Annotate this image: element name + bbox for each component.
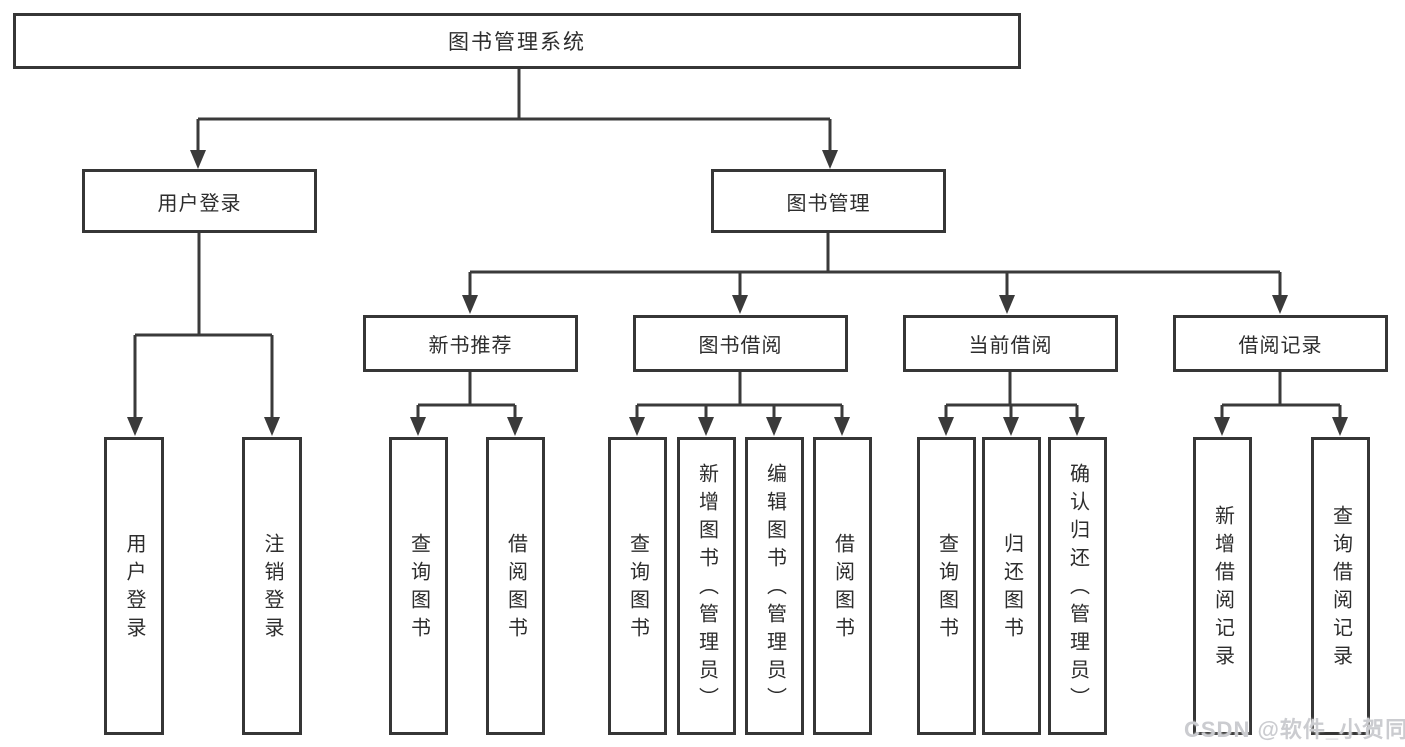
arrow-down-icon [938,417,954,436]
node-new-book-recommend: 新书推荐 [363,315,578,372]
arrow-down-icon [766,417,782,436]
leaf-query-borrow-record: 查询借阅记录 [1311,437,1370,735]
node-book-management-label: 图书管理 [786,192,871,215]
node-book-management: 图书管理 [711,169,946,233]
leaf-query-book-current: 查询图书 [917,437,976,735]
node-book-borrow: 图书借阅 [633,315,848,372]
arrow-down-icon [698,417,714,436]
arrow-down-icon [822,150,838,169]
node-user-login-branch-label: 用户登录 [157,192,242,215]
arrow-down-icon [1069,417,1085,436]
node-book-borrow-label: 图书借阅 [698,335,783,357]
arrow-down-icon [264,417,280,436]
node-borrow-records-label: 借阅记录 [1238,335,1323,357]
leaf-confirm-return-admin: 确认归还（管理员） [1048,437,1107,735]
leaf-logout: 注销登录 [242,437,302,735]
node-user-login-branch: 用户登录 [82,169,317,233]
watermark-text: CSDN @软件_小贺同学 [1184,717,1405,742]
arrow-down-icon [1003,417,1019,436]
leaf-borrow-book-recommend: 借阅图书 [486,437,545,735]
node-current-borrow: 当前借阅 [903,315,1118,372]
arrow-down-icon [1272,295,1288,314]
arrow-down-icon [462,295,478,314]
arrow-down-icon [410,417,426,436]
leaf-edit-book-admin: 编辑图书（管理员） [745,437,804,735]
node-borrow-records: 借阅记录 [1173,315,1388,372]
leaf-query-book-recommend: 查询图书 [389,437,448,735]
arrow-down-icon [1332,417,1348,436]
arrow-down-icon [190,150,206,169]
leaf-return-book: 归还图书 [982,437,1041,735]
arrowheads [127,150,1348,436]
node-current-borrow-label: 当前借阅 [968,335,1053,357]
leaf-add-borrow-record: 新增借阅记录 [1193,437,1252,735]
leaf-query-book-borrow: 查询图书 [608,437,667,735]
node-root: 图书管理系统 [13,13,1021,69]
arrow-down-icon [999,295,1015,314]
node-root-label: 图书管理系统 [448,31,586,54]
leaf-add-book-admin: 新增图书（管理员） [677,437,736,735]
connector-lines [133,69,1342,419]
leaf-user-login: 用户登录 [104,437,164,735]
node-new-book-recommend-label: 新书推荐 [428,335,513,357]
arrow-down-icon [1214,417,1230,436]
arrow-down-icon [507,417,523,436]
arrow-down-icon [834,417,850,436]
arrow-down-icon [127,417,143,436]
leaf-borrow-book-borrow: 借阅图书 [813,437,872,735]
arrow-down-icon [732,295,748,314]
arrow-down-icon [629,417,645,436]
